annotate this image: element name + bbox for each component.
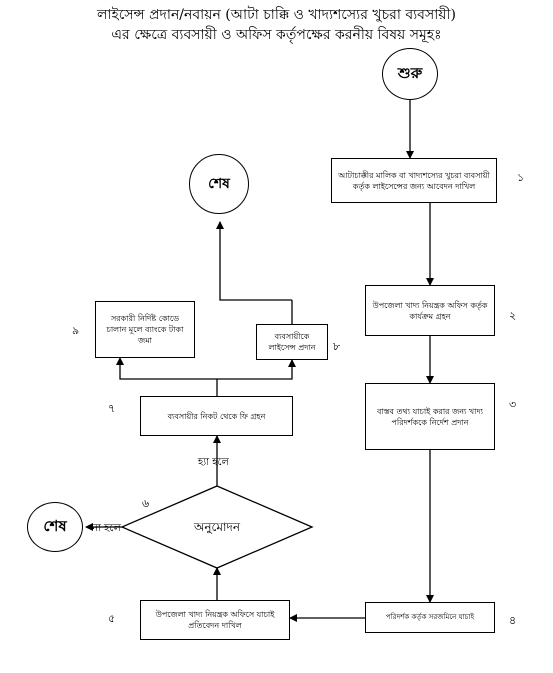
- step8-text: ব্যবসায়ীকে লাইসেন্স প্রদান: [268, 332, 316, 352]
- step2-box: উপজেলা খাদ্য নিয়ন্ত্রক অফিস কর্তৃক কার্…: [365, 285, 495, 336]
- title-line-1: লাইসেন্স প্রদান/নবায়ন (আটা চাক্কি ও খাদ…: [96, 7, 457, 23]
- step9-number: ৯: [72, 324, 80, 337]
- start-node: শুরু: [382, 48, 438, 100]
- step3-box: বাস্তব তথ্য যাচাই করার জন্য খাদ্য পরিদর্…: [365, 383, 495, 450]
- step4-number: ৪: [509, 614, 517, 627]
- step1-number: ১: [517, 171, 525, 184]
- end-node-top: শেষ: [189, 154, 249, 214]
- step5-box: উপজেলা খাদ্য নিয়ন্ত্রক অফিসে যাচাই প্রত…: [140, 600, 290, 640]
- end-node-left: শেষ: [27, 502, 83, 552]
- arrow-step8-to-end-top: [216, 221, 292, 301]
- title-line-2: এর ক্ষেত্রে ব্যবসায়ী ও অফিস কর্তৃপক্ষের…: [111, 27, 442, 43]
- no-label: না হলে: [92, 523, 121, 534]
- step1-box: আটাচাক্কীর মালিক বা খাদ্যশস্যের খুচরা ব্…: [331, 158, 497, 203]
- step4-text: পরিদর্শক কর্তৃক সরজমিনে যাচাই: [385, 613, 475, 621]
- decision-diamond: [120, 485, 314, 569]
- yes-label: হ্যা হলে: [198, 457, 229, 468]
- step5-number: ৫: [108, 612, 116, 625]
- step7-number: ৭: [108, 402, 116, 415]
- start-label: শুরু: [397, 63, 423, 82]
- step2-number: ২: [509, 309, 517, 322]
- step9-text: সরকারী নির্দিষ্ট কোডে চালান মূলে ব্যাংকে…: [106, 314, 184, 345]
- step5-text: উপজেলা খাদ্য নিয়ন্ত্রক অফিসে যাচাই প্রত…: [155, 610, 275, 630]
- step4-box: পরিদর্শক কর্তৃক সরজমিনে যাচাই: [365, 602, 495, 633]
- step6-text: অনুমোদন: [194, 520, 240, 534]
- arrow-split-to-step9: [116, 357, 217, 380]
- step8-number: ৮: [333, 340, 341, 353]
- step9-box: সরকারী নির্দিষ্ট কোডে চালান মূলে ব্যাংকে…: [95, 301, 195, 358]
- end-label-left: শেষ: [43, 516, 67, 535]
- step8-box: ব্যবসায়ীকে লাইসেন্স প্রদান: [256, 324, 328, 360]
- step1-text: আটাচাক্কীর মালিক বা খাদ্যশস্যের খুচরা ব্…: [338, 170, 490, 191]
- arrow-split-to-step8: [217, 359, 296, 380]
- step6-number: ৬: [142, 497, 150, 510]
- step7-box: ব্যবসায়ীর নিকট থেকে ফি গ্রহন: [140, 396, 293, 436]
- step3-number: ৩: [509, 398, 517, 411]
- step3-text: বাস্তব তথ্য যাচাই করার জন্য খাদ্য পরিদর্…: [377, 406, 483, 427]
- step2-text: উপজেলা খাদ্য নিয়ন্ত্রক অফিস কর্তৃক কার্…: [372, 300, 488, 321]
- end-label-top: শেষ: [208, 176, 230, 192]
- step7-text: ব্যবসায়ীর নিকট থেকে ফি গ্রহন: [167, 411, 266, 421]
